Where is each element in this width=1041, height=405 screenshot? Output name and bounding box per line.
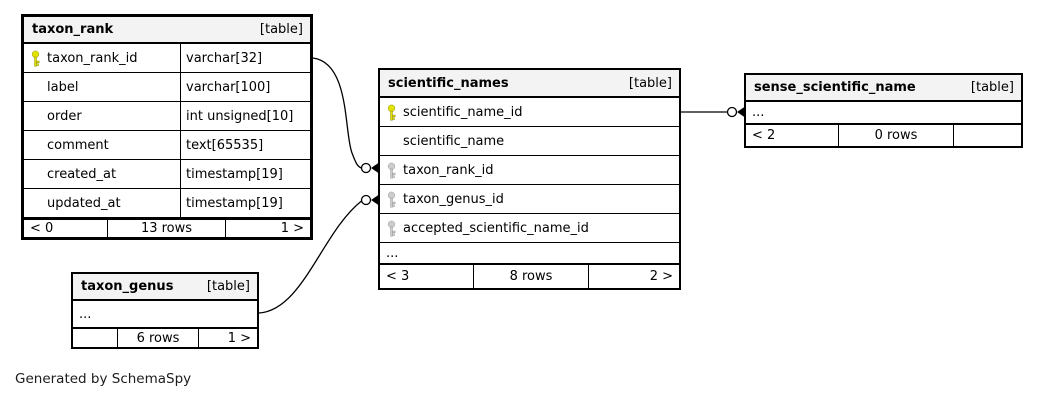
table-node-sense-scientific-name[interactable]: sense_scientific_name [table] ... < 2 0 … bbox=[744, 73, 1023, 148]
relationship-scientific-names-to-sense bbox=[681, 106, 744, 118]
column-name: accepted_scientific_name_id bbox=[403, 220, 589, 236]
column-row-taxon-genus-id-fk[interactable]: taxon_genus_id bbox=[380, 185, 679, 214]
table-node-taxon-rank[interactable]: taxon_rank [table] taxon_rank_id varchar… bbox=[21, 14, 313, 240]
table-header[interactable]: taxon_genus [table] bbox=[73, 274, 257, 301]
key-icon-placeholder bbox=[30, 195, 42, 212]
primary-key-icon bbox=[386, 104, 398, 121]
column-row-updated-at[interactable]: updated_at timestamp[19] bbox=[24, 189, 310, 218]
pager-next bbox=[953, 125, 1021, 146]
column-name: updated_at bbox=[47, 195, 121, 211]
key-icon-placeholder bbox=[30, 108, 42, 125]
column-name: order bbox=[47, 108, 82, 124]
hidden-columns-ellipsis: ... bbox=[79, 306, 92, 322]
pager-next: 1 > bbox=[198, 329, 257, 347]
foreign-key-icon bbox=[386, 191, 398, 208]
pager-prev: < 0 bbox=[30, 221, 54, 236]
table-node-taxon-genus[interactable]: taxon_genus [table] ... 6 rows 1 > bbox=[71, 272, 259, 349]
key-icon-placeholder bbox=[30, 137, 42, 154]
column-row-scientific-name-id[interactable]: scientific_name_id bbox=[380, 98, 679, 127]
column-name: comment bbox=[47, 137, 109, 153]
column-name: label bbox=[47, 79, 79, 95]
column-row-order[interactable]: order int unsigned[10] bbox=[24, 102, 310, 131]
primary-key-icon bbox=[30, 50, 42, 67]
column-type: timestamp[19] bbox=[186, 166, 283, 182]
pager-prev bbox=[73, 329, 117, 347]
table-title: taxon_genus bbox=[81, 279, 174, 294]
table-type-badge: [table] bbox=[628, 75, 672, 91]
table-pager: 6 rows 1 > bbox=[73, 327, 257, 347]
column-name: scientific_name_id bbox=[403, 104, 523, 120]
pager-next: 2 > bbox=[588, 265, 679, 288]
pager-row-count: 13 rows bbox=[107, 220, 225, 237]
key-icon-placeholder bbox=[386, 133, 398, 150]
table-pager: < 0 13 rows 1 > bbox=[24, 218, 310, 237]
column-name: scientific_name bbox=[403, 133, 505, 149]
column-type: int unsigned[10] bbox=[186, 108, 294, 124]
column-row-scientific-name[interactable]: scientific_name bbox=[380, 127, 679, 156]
table-type-badge: [table] bbox=[259, 22, 303, 37]
column-row-accepted-scientific-name-id-fk[interactable]: accepted_scientific_name_id bbox=[380, 214, 679, 243]
table-type-badge: [table] bbox=[206, 279, 250, 294]
hidden-columns-ellipsis: ... bbox=[752, 105, 765, 120]
table-title: taxon_rank bbox=[32, 22, 114, 37]
table-header[interactable]: scientific_names [table] bbox=[380, 70, 679, 98]
table-node-scientific-names[interactable]: scientific_names [table] scientific_name… bbox=[378, 68, 681, 290]
column-name: taxon_rank_id bbox=[403, 162, 494, 178]
relationship-taxon-rank-to-scientific-names bbox=[312, 57, 378, 174]
column-type: timestamp[19] bbox=[186, 195, 283, 211]
column-row-taxon-rank-id-fk[interactable]: taxon_rank_id bbox=[380, 156, 679, 185]
table-pager: < 2 0 rows bbox=[746, 123, 1021, 146]
table-type-badge: [table] bbox=[970, 80, 1014, 95]
pager-prev: < 2 bbox=[752, 128, 776, 143]
key-icon-placeholder bbox=[30, 79, 42, 96]
column-name: taxon_rank_id bbox=[47, 50, 138, 66]
pager-row-count: 6 rows bbox=[117, 329, 198, 347]
table-title: sense_scientific_name bbox=[754, 80, 916, 95]
pager-row-count: 8 rows bbox=[473, 265, 588, 288]
table-header[interactable]: taxon_rank [table] bbox=[24, 17, 310, 44]
foreign-key-icon bbox=[386, 162, 398, 179]
foreign-key-icon bbox=[386, 220, 398, 237]
column-name: taxon_genus_id bbox=[403, 191, 504, 207]
column-row-comment[interactable]: comment text[65535] bbox=[24, 131, 310, 160]
column-row-created-at[interactable]: created_at timestamp[19] bbox=[24, 160, 310, 189]
pager-prev: < 3 bbox=[386, 269, 410, 284]
column-row-taxon-rank-id[interactable]: taxon_rank_id varchar[32] bbox=[24, 44, 310, 73]
key-icon-placeholder bbox=[30, 166, 42, 183]
table-pager: < 3 8 rows 2 > bbox=[380, 263, 679, 288]
table-title: scientific_names bbox=[388, 75, 509, 91]
column-row-label[interactable]: label varchar[100] bbox=[24, 73, 310, 102]
pager-row-count: 0 rows bbox=[838, 125, 953, 146]
generated-by-note: Generated by SchemaSpy bbox=[15, 371, 192, 387]
column-type: varchar[100] bbox=[186, 79, 271, 95]
hidden-columns-ellipsis: ... bbox=[386, 245, 399, 261]
column-type: varchar[32] bbox=[186, 50, 263, 66]
column-type: text[65535] bbox=[186, 137, 264, 153]
column-name: created_at bbox=[47, 166, 117, 182]
table-header[interactable]: sense_scientific_name [table] bbox=[746, 75, 1021, 102]
pager-next: 1 > bbox=[225, 220, 310, 237]
